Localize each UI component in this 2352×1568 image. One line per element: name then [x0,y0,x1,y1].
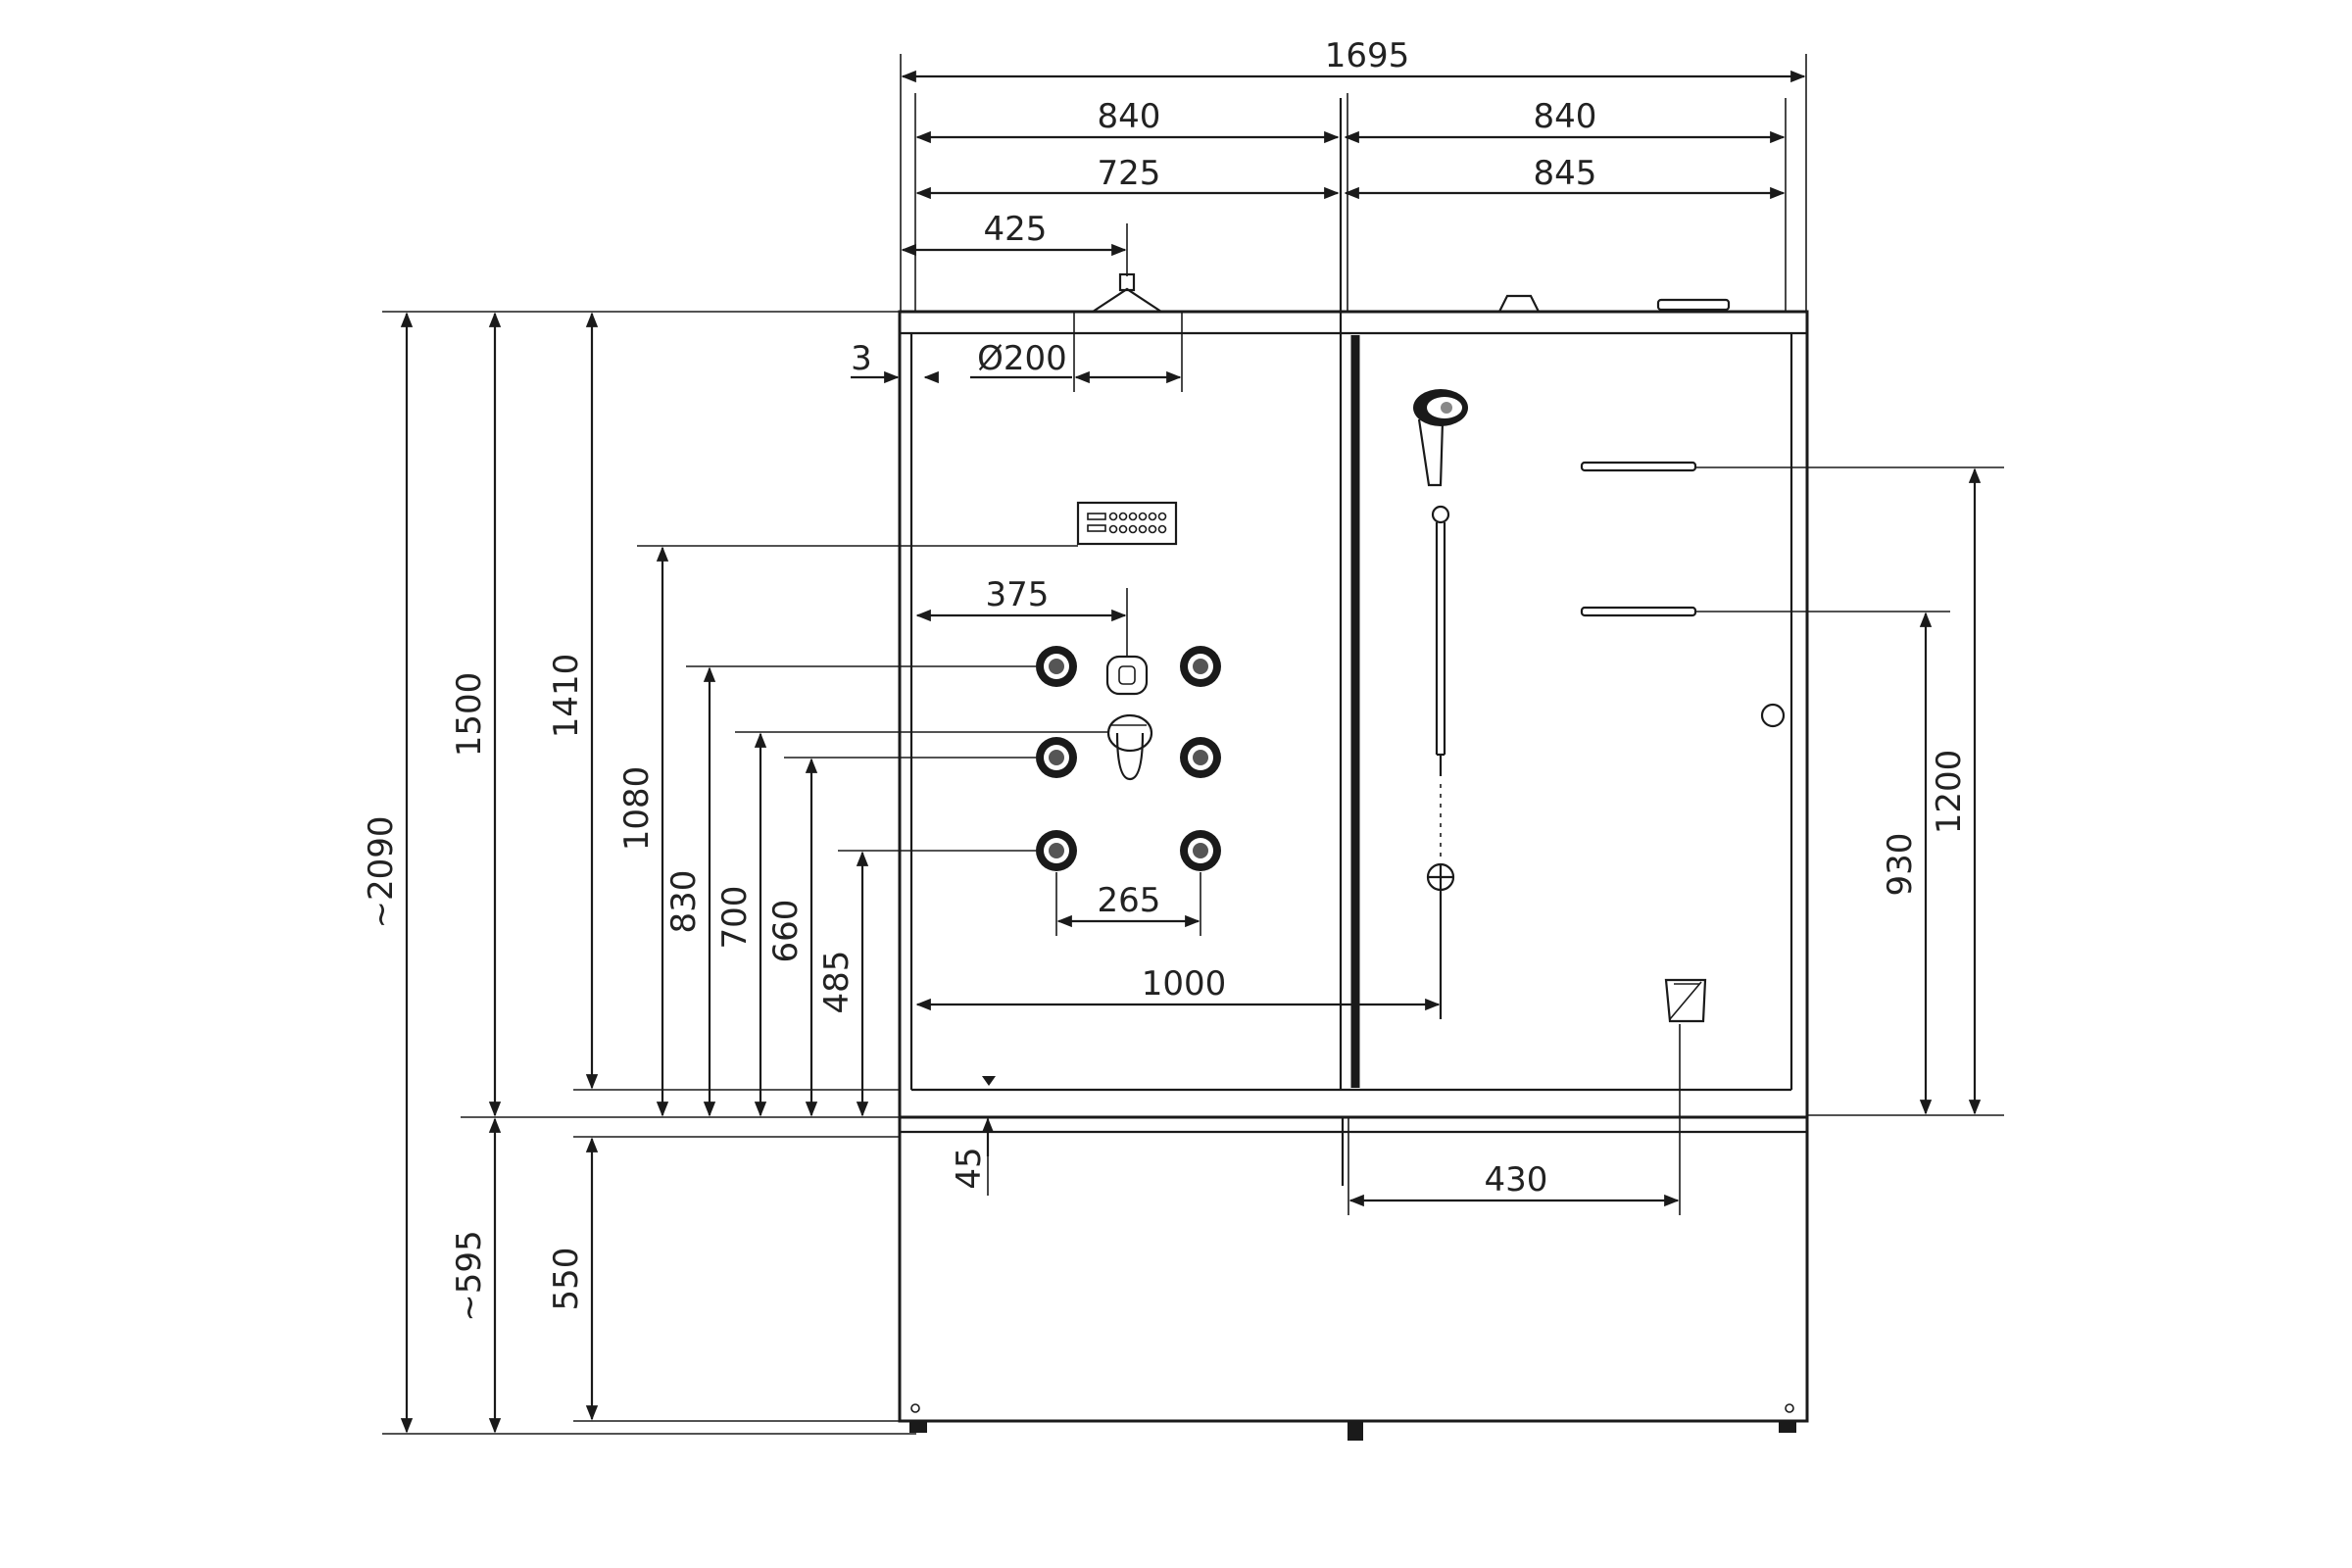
cabin-outline [898,98,1809,1441]
jet-icon [1180,737,1221,778]
label-mixer-height: 700 [715,886,755,950]
shelf-lower [1580,606,1697,617]
label-jet-row1: 830 [664,870,704,934]
control-panel [1076,501,1178,546]
jet-icon [1180,830,1221,871]
label-gap: 3 [851,339,872,378]
label-head-diameter: Ø200 [977,339,1067,378]
horizontal-dimensions [851,54,1807,1215]
slide-rail [1426,505,1455,1019]
label-step-height: 45 [950,1147,989,1189]
tray-screw-right [1785,1403,1794,1413]
roof-vent [1498,294,1540,313]
label-cabin-height: 1500 [450,672,489,758]
label-overall-height: ~2090 [362,815,401,928]
shelves [1580,461,1697,617]
control-panel-buttons-icon [1087,512,1167,534]
jet-icon [1036,737,1077,778]
roof-fittings [980,272,1731,313]
label-left-inner: 725 [1098,154,1161,193]
label-total-width: 1695 [1325,36,1410,75]
label-jets-spacing: 265 [1098,881,1161,920]
fixtures [982,389,1786,1086]
foot-center [1348,1421,1363,1441]
tray-screw-left [910,1403,920,1413]
label-head-height: 1410 [547,654,586,739]
door-handle-icon [1760,703,1786,728]
overhead-shower-cone [1092,287,1162,313]
label-hand-shower-offset: 1000 [1142,964,1227,1004]
tray-base [898,1115,1809,1423]
floor-marker [982,1076,996,1086]
label-left-width: 840 [1098,97,1161,136]
label-base-height: ~595 [450,1230,489,1321]
jet-icon [1036,830,1077,871]
seat-bracket-icon [1664,978,1707,1023]
jet-icon [1036,646,1077,687]
mixer-icon [1105,655,1153,781]
label-jet-row3: 485 [817,951,857,1014]
label-tray-height: 550 [547,1248,586,1311]
label-seat-offset: 430 [1485,1160,1548,1200]
label-head-offset: 425 [984,210,1048,249]
roof-light [1656,298,1731,312]
overhead-shower-stem [1118,272,1136,292]
label-jets-offset: 375 [986,575,1050,614]
vertical-dimensions-left [382,311,1108,1435]
label-right-width: 840 [1534,97,1597,136]
shelf-upper [1580,461,1697,472]
label-shelf-upper: 1200 [1930,750,1969,835]
body-jets [1036,646,1221,871]
vertical-dimensions-right [1695,466,2004,1116]
foot-right [1779,1421,1796,1433]
hand-shower-icon [1413,389,1468,487]
foot-left [909,1421,927,1433]
label-shelf-lower: 930 [1881,833,1920,897]
jet-icon [1180,646,1221,687]
dimension-labels: 1695 840 840 725 845 425 3 Ø200 375 265 … [362,36,1969,1322]
label-panel-height: 1080 [617,766,657,852]
label-right-inner: 845 [1534,154,1597,193]
label-jet-row2: 660 [766,900,806,963]
